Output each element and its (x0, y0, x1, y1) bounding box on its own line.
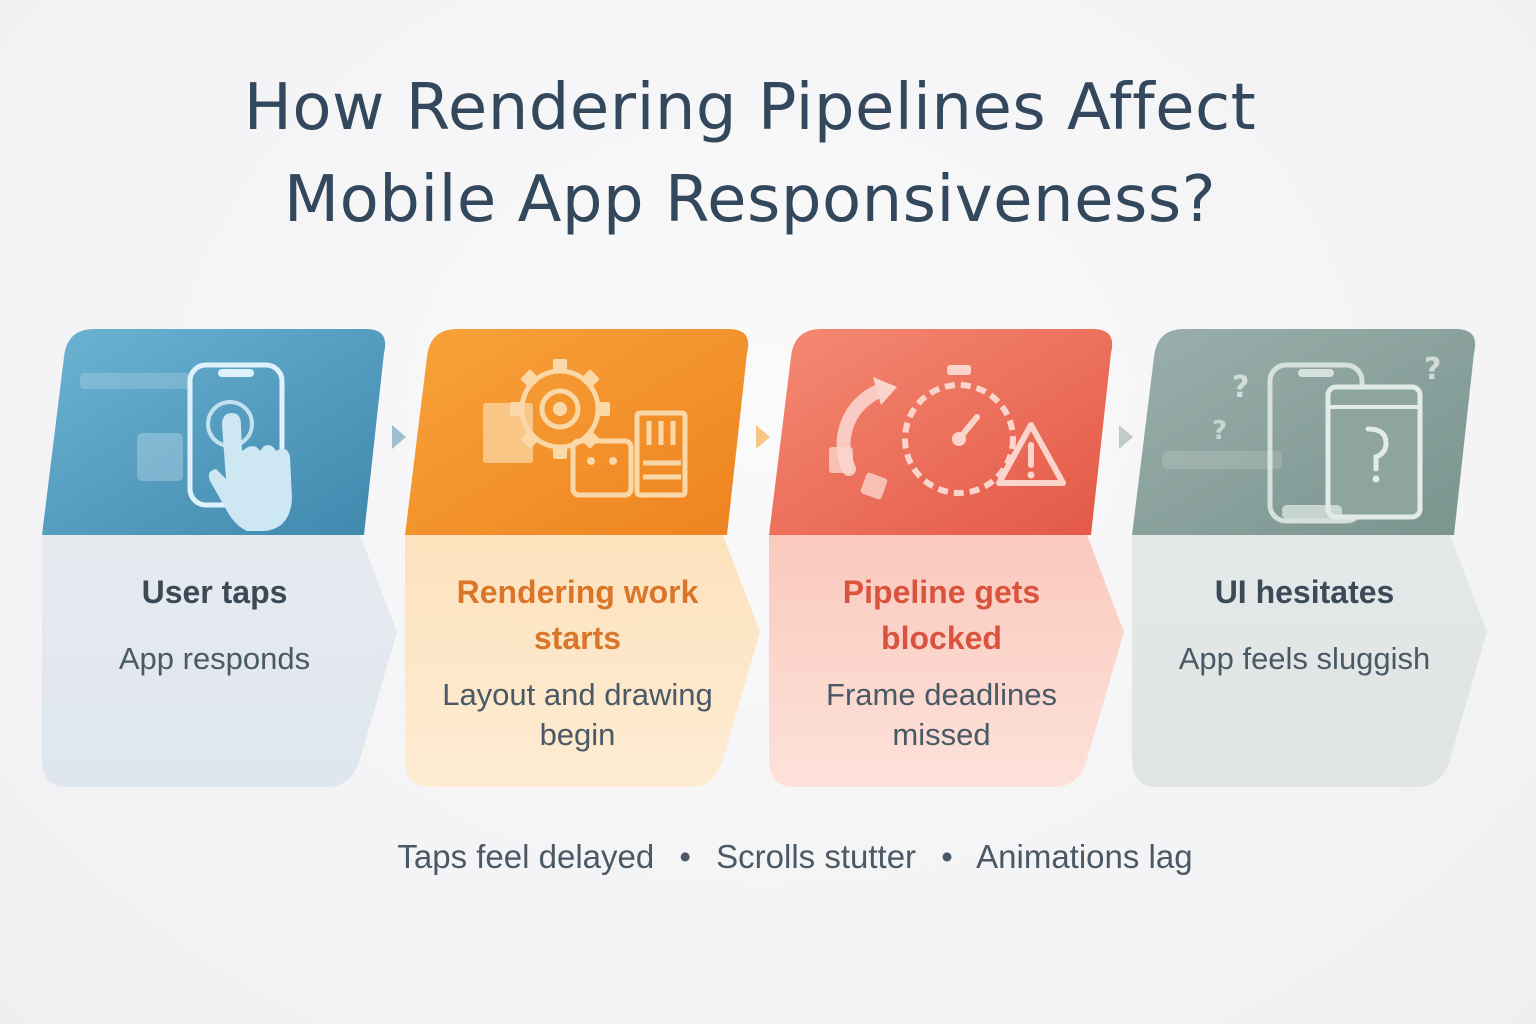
footer-separator: • (941, 838, 953, 876)
gears-icon (405, 329, 750, 535)
stage-pipeline-blocked: Pipeline gets blocked Frame deadlines mi… (769, 329, 1114, 787)
page-title: How Rendering Pipelines Affect Mobile Ap… (0, 62, 1500, 246)
title-line-2: Mobile App Responsiveness? (0, 154, 1500, 246)
stage-subtitle: App feels sluggish (1162, 639, 1447, 679)
footer-separator: • (679, 838, 691, 876)
question-phone-icon: ? ? ? (1132, 329, 1477, 535)
stage-user-taps: User taps App responds (42, 329, 387, 787)
footer-item-scrolls: Scrolls stutter (716, 838, 916, 875)
footer-item-animations: Animations lag (976, 838, 1192, 875)
stage-subtitle: Frame deadlines missed (799, 675, 1084, 755)
title-line-1: How Rendering Pipelines Affect (0, 62, 1500, 154)
footer-item-taps: Taps feel delayed (397, 838, 654, 875)
stopwatch-warning-icon (769, 329, 1114, 535)
stage-title: User taps (72, 569, 357, 615)
stage-subtitle: Layout and drawing begin (435, 675, 720, 755)
stage-title: Rendering work starts (435, 569, 720, 661)
stage-title: Pipeline gets blocked (799, 569, 1084, 661)
tap-phone-icon (42, 329, 387, 535)
stage-title: UI hesitates (1162, 569, 1447, 615)
stage-subtitle: App responds (72, 639, 357, 679)
svg-text:?: ? (1232, 370, 1249, 405)
stage-ui-hesitates: ? ? ? UI hesitates App feels sluggish (1132, 329, 1477, 787)
svg-text:?: ? (1212, 416, 1227, 446)
svg-text:?: ? (1424, 352, 1441, 387)
symptoms-footer: Taps feel delayed • Scrolls stutter • An… (0, 838, 1536, 876)
stage-rendering-work: Rendering work starts Layout and drawing… (405, 329, 750, 787)
